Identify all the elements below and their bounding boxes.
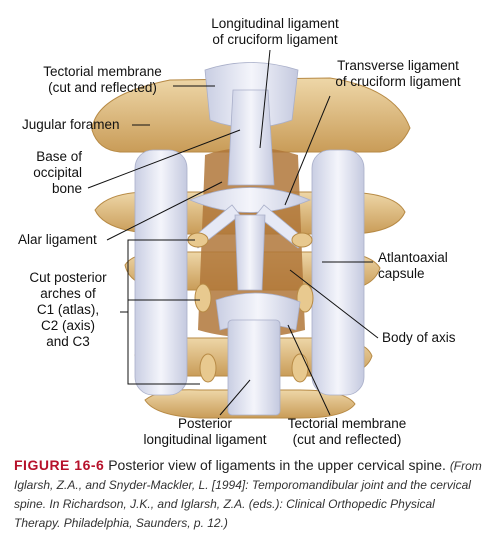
cut-arch-c2-right [296, 283, 314, 313]
label-atlantoaxial-capsule: Atlantoaxial capsule [378, 250, 448, 282]
label-tectorial-membrane-top: Tectorial membrane (cut and reflected) [30, 64, 175, 96]
cut-arch-c3-right [291, 353, 309, 383]
leader-longitudinal [259, 49, 271, 149]
label-line: Base of [36, 149, 82, 164]
label-line: Cut posterior [29, 270, 107, 285]
label-line: C2 (axis) [40, 318, 95, 333]
leader-occipital [87, 129, 241, 189]
caption-title: Posterior view of ligaments in the upper… [108, 457, 446, 473]
label-line: occipital [33, 165, 82, 180]
label-line: Transverse ligament [337, 58, 459, 73]
label-line: (cut and reflected) [48, 80, 157, 95]
label-line: Longitudinal ligament [211, 16, 339, 31]
label-body-of-axis: Body of axis [382, 330, 456, 345]
posterior-longitudinal-ligament [227, 319, 281, 416]
leader-transverse [284, 95, 331, 206]
label-line: and C3 [46, 334, 90, 349]
label-line: arches of [40, 286, 96, 301]
cut-arch-c3-left [199, 353, 217, 383]
label-line: of cruciform ligament [335, 74, 461, 89]
label-transverse-ligament: Transverse ligament of cruciform ligamen… [318, 58, 478, 90]
leader-posterior-long [219, 379, 251, 416]
leader-lines [87, 49, 379, 416]
label-alar-ligament: Alar ligament [18, 232, 97, 247]
caption-citation: (From Iglarsh, Z.A., and Snyder-Mackler,… [14, 459, 482, 530]
leader-body-axis [289, 269, 379, 339]
label-line: Atlantoaxial [378, 250, 448, 265]
longitudinal-ligament [227, 89, 275, 186]
right-capsule-column [311, 149, 365, 396]
label-line: capsule [378, 266, 425, 281]
label-line: Posterior [177, 416, 233, 431]
figure-number: FIGURE 16-6 [14, 457, 105, 473]
label-line: Tectorial membrane [43, 64, 162, 79]
label-line: Tectorial membrane [287, 416, 407, 431]
left-capsule-column [134, 149, 188, 396]
leader-tectorial-bottom [287, 324, 331, 416]
cut-arch-c1-right [291, 232, 313, 248]
label-line: of cruciform ligament [212, 32, 338, 47]
cut-arch-c2-left [194, 283, 212, 313]
label-line: bone [51, 181, 82, 196]
longitudinal-ligament-lower [234, 214, 266, 291]
label-line: longitudinal ligament [143, 432, 267, 447]
label-posterior-longitudinal-ligament: Posterior longitudinal ligament [125, 416, 285, 448]
leader-alar [106, 181, 223, 241]
label-tectorial-membrane-bottom: Tectorial membrane (cut and reflected) [272, 416, 422, 448]
label-line: (cut and reflected) [292, 432, 402, 447]
label-jugular-foramen: Jugular foramen [22, 117, 120, 132]
label-cut-posterior-arches: Cut posterior arches of C1 (atlas), C2 (… [18, 270, 118, 350]
label-longitudinal-ligament: Longitudinal ligament of cruciform ligam… [200, 16, 350, 48]
label-base-of-occipital-bone: Base of occipital bone [20, 149, 82, 197]
label-line: C1 (atlas), [36, 302, 100, 317]
figure-caption: FIGURE 16-6 Posterior view of ligaments … [14, 456, 484, 532]
